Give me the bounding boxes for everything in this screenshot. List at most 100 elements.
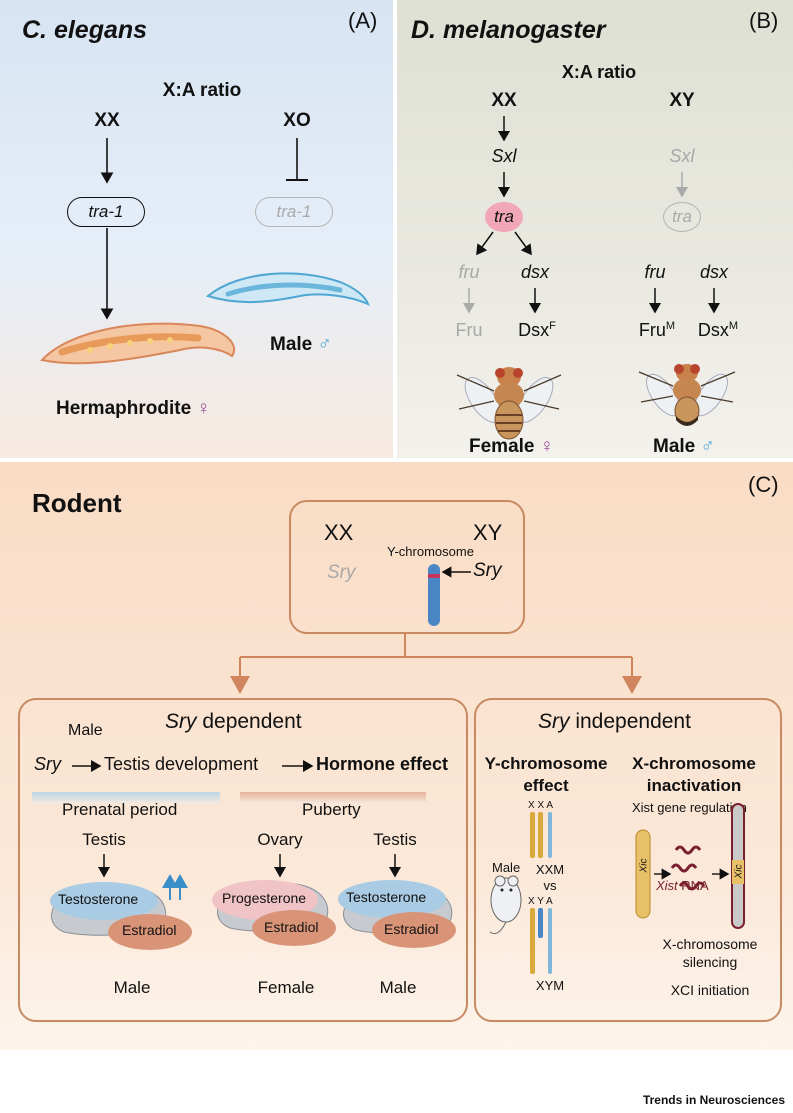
panel-b-letter: (B)	[749, 8, 779, 33]
fru-male-gene: fru	[644, 262, 666, 282]
xym-label: XYM	[535, 978, 565, 993]
dsx-female-gene: dsx	[520, 262, 550, 282]
male-worm-symbol: ♂	[317, 334, 332, 355]
hermaphrodite-worm-icon	[40, 322, 235, 365]
xa-ratio-label: X:A ratio	[162, 80, 242, 101]
y-effect-line1: Y-chromosome	[484, 754, 608, 773]
chain-testis-development: Testis development	[104, 754, 259, 774]
xo-genotype: XO	[283, 110, 311, 131]
sry-independent-title: Sry independent	[538, 710, 691, 734]
dsxf-sup: F	[549, 320, 556, 332]
testosterone-prenatal-node	[50, 882, 158, 920]
female-fly-text: Female	[469, 436, 535, 457]
puberty-female-sex-label: Female	[257, 978, 315, 997]
sxl-inactive-label: Sxl	[669, 146, 695, 166]
hermaphrodite-text: Hermaphrodite	[56, 398, 192, 419]
tra1-active-node: tra-1	[67, 197, 145, 227]
xic-label-1: Xic	[638, 858, 650, 873]
male-fly-symbol: ♂	[700, 436, 715, 457]
xx-genotype: XX	[94, 110, 120, 131]
testosterone-puberty-label: Testosterone	[346, 889, 427, 905]
sry-independent-box: Sry independent Y-chromosome effect X-ch…	[474, 698, 782, 1022]
puberty-label: Puberty	[302, 800, 361, 819]
y-effect-line2: effect	[523, 776, 569, 795]
sry-gene-label: Sry	[473, 560, 502, 581]
tra-active-node: tra	[485, 202, 523, 232]
male-worm-text: Male	[270, 334, 313, 355]
journal-footer: Trends in Neurosciences	[642, 1093, 785, 1107]
female-fly-symbol: ♀	[539, 436, 555, 457]
hermaphrodite-label: Hermaphrodite ♀	[56, 398, 211, 420]
estradiol-puberty-female-label: Estradiol	[264, 919, 319, 935]
panel-c-letter: (C)	[748, 472, 779, 497]
prenatal-period-label: Prenatal period	[62, 800, 178, 819]
independent-graphics	[489, 803, 745, 974]
rodent-xy: XY	[473, 520, 503, 545]
x-silencing-line2: silencing	[682, 954, 738, 970]
sry-absent-label: Sry	[327, 562, 356, 583]
y-chromosome-label: Y-chromosome	[387, 544, 474, 559]
panel-b: D. melanogaster (B) X:A ratio XX XY Sxl …	[397, 0, 793, 458]
male-fly-label: Male ♂	[653, 436, 715, 458]
sry-dependent-title: Sry dependent	[165, 710, 302, 734]
sry-dependent-title-rest: dependent	[196, 710, 302, 733]
male-fly-icon	[638, 364, 736, 426]
tra1-inactive-node: tra-1	[255, 197, 333, 227]
xic-label-2: Xic	[733, 864, 745, 879]
vs-label: vs	[543, 878, 557, 893]
panel-a-title: C. elegans	[22, 16, 148, 44]
sry-independent-title-italic: Sry	[538, 710, 570, 733]
fly-xy-genotype: XY	[669, 90, 695, 111]
fru-female-gene: fru	[458, 262, 480, 282]
estradiol-prenatal-node	[108, 914, 192, 950]
testis-puberty-label: Testis	[373, 830, 417, 849]
xya-label: X Y A	[528, 896, 553, 907]
branch-connectors	[230, 632, 642, 694]
panel-b-title: D. melanogaster	[411, 16, 606, 44]
sry-dependent-title-italic: Sry	[165, 710, 197, 733]
rodent-xx: XX	[324, 520, 354, 545]
tra1-inactive-label: tra-1	[276, 202, 312, 221]
frum-base: Fru	[638, 320, 666, 340]
dependent-male-label: Male	[68, 722, 103, 739]
tra1-active-label: tra-1	[88, 202, 124, 221]
dependent-arrows	[51, 760, 452, 940]
xist-rna-label: Xist RNA	[656, 878, 709, 893]
panel-c: Rodent (C) XX XY Sry Y-chromosome Sry Sr…	[0, 462, 793, 1050]
progesterone-label: Progesterone	[222, 890, 307, 906]
panel-b-graphics	[456, 116, 736, 440]
female-fly-icon	[456, 367, 562, 440]
dsxf-base: Dsx	[518, 320, 550, 340]
sxl-active-label: Sxl	[491, 146, 517, 166]
xci-line1: X-chromosome	[632, 754, 756, 773]
estradiol-puberty-male-node	[372, 912, 456, 948]
panel-a-graphics	[40, 138, 370, 365]
female-fly-label: Female ♀	[469, 436, 554, 458]
panel-a-letter: (A)	[348, 8, 378, 33]
frum-sup: M	[665, 320, 676, 332]
estradiol-puberty-male-label: Estradiol	[384, 921, 439, 937]
tra-inactive-node: tra	[663, 202, 701, 232]
dsxm-protein: DsxM	[698, 320, 738, 341]
xist-regulation-label: Xist gene regulation	[632, 800, 747, 815]
y-chromosome-icon	[428, 564, 471, 626]
dsxm-base: Dsx	[697, 320, 729, 340]
xist-rna-italic: Xist	[656, 878, 678, 893]
xci-line2: inactivation	[646, 776, 742, 795]
mouse-male-label: Male	[492, 860, 521, 875]
panel-a: C. elegans (A) X:A ratio XX XO tra-1 tra…	[0, 0, 393, 458]
tra-inactive-label: tra	[672, 207, 692, 226]
xxa-label: X X A	[528, 800, 554, 811]
x-silencing-line1: X-chromosome	[662, 936, 758, 952]
male-worm-icon	[205, 272, 370, 306]
chain-hormone-effect: Hormone effect	[316, 754, 449, 774]
puberty-male-sex-label: Male	[379, 978, 417, 997]
estradiol-puberty-female-node	[252, 910, 336, 946]
panel-c-title: Rodent	[32, 488, 122, 518]
chain-sry: Sry	[34, 754, 61, 774]
fru-female-protein: Fru	[455, 320, 483, 340]
mouse-icon	[489, 875, 522, 935]
dsxf-protein: DsxF	[518, 320, 556, 341]
fly-xa-ratio-label: X:A ratio	[561, 62, 637, 82]
puberty-band	[240, 792, 426, 804]
